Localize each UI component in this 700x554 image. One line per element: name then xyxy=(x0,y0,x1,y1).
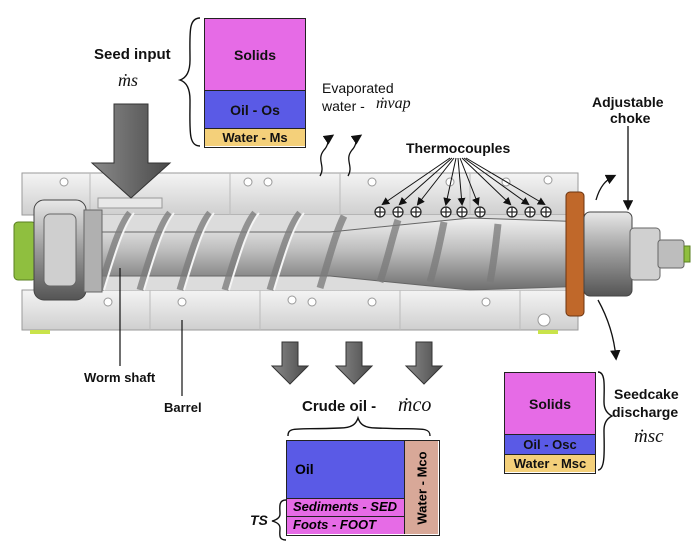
seedcake-water-cell: Water - Msc xyxy=(505,455,595,472)
choke-end xyxy=(565,191,691,317)
seed-input-label: Seed input xyxy=(94,46,171,63)
foots-cell: Foots - FOOT xyxy=(287,517,405,534)
crude-water-label: Water - Mco xyxy=(414,450,429,525)
thermocouples-label: Thermocouples xyxy=(406,140,511,156)
crude-oil-composition-box: Oil Sediments - SED Foots - FOOT Water -… xyxy=(286,440,440,536)
seedcake-label-line1: Seedcake xyxy=(614,386,679,402)
seed-water-cell: Water - Ms xyxy=(205,129,305,146)
seed-oil-cell: Oil - Os xyxy=(205,91,305,129)
drive-end xyxy=(13,197,163,301)
barrel-label: Barrel xyxy=(164,400,202,415)
crude-oil-label: Crude oil - xyxy=(302,398,377,415)
crude-oil-cell: Oil xyxy=(287,441,405,499)
ts-label: TS xyxy=(250,512,268,528)
evaporated-label-line2: water - xyxy=(322,98,365,114)
seedcake-label-line2: discharge xyxy=(612,404,679,420)
crude-water-cell: Water - Mco xyxy=(405,441,438,534)
choke-pointers xyxy=(595,126,634,361)
thermocouple-sensors xyxy=(374,206,552,218)
crude-oil-symbol: ṁco xyxy=(398,394,432,416)
evaporation-arrows xyxy=(319,134,363,177)
braces xyxy=(177,17,614,541)
seed-input-arrow xyxy=(90,103,172,199)
worm-shaft-illustration xyxy=(59,210,591,292)
evaporated-label-line1: Evaporated xyxy=(322,80,394,96)
crude-oil-arrows xyxy=(270,341,444,385)
seed-composition-box: Solids Oil - Os Water - Ms xyxy=(204,18,306,148)
evaporated-symbol: ṁvap xyxy=(376,95,411,112)
seed-solids-cell: Solids xyxy=(205,19,305,91)
adjustable-choke-label-line2: choke xyxy=(610,110,651,126)
barrel-top-plate xyxy=(21,172,579,216)
seed-input-symbol: ṁs xyxy=(118,70,139,90)
sediments-cell: Sediments - SED xyxy=(287,499,405,517)
thermocouple-pointers xyxy=(381,157,546,206)
seedcake-oil-cell: Oil - Osc xyxy=(505,435,595,455)
seedcake-solids-cell: Solids xyxy=(505,373,595,435)
barrel-bottom-plate xyxy=(21,289,579,334)
crude-oil-cell-label: Oil xyxy=(295,461,314,477)
worm-shaft-label: Worm shaft xyxy=(84,370,156,385)
seedcake-symbol: ṁsc xyxy=(634,426,664,447)
seedcake-composition-box: Solids Oil - Osc Water - Msc xyxy=(504,372,596,474)
label-pointers xyxy=(119,268,183,396)
adjustable-choke-label-line1: Adjustable xyxy=(592,94,664,110)
